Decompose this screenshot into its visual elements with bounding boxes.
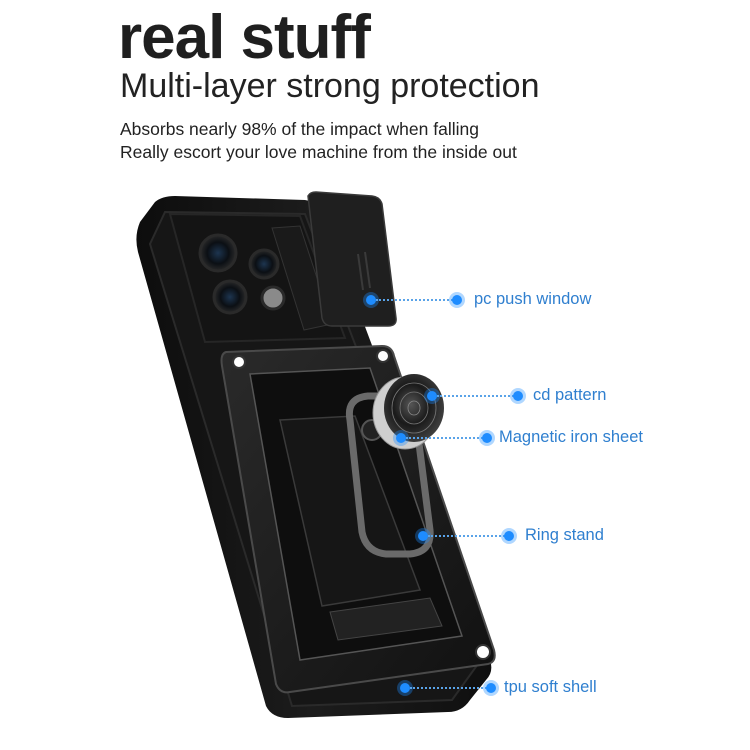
callout-label: cd pattern [533,386,607,404]
callout-magnetic-iron-sheet: Magnetic iron sheet [396,428,656,448]
description-line-1: Absorbs nearly 98% of the impact when fa… [120,119,479,139]
callout-label: tpu soft shell [504,678,597,696]
leader-line [410,687,490,689]
callout-label: Ring stand [525,526,604,544]
end-dot-icon [486,683,496,693]
leader-line [428,535,508,537]
anchor-dot-icon [418,531,428,541]
anchor-dot-icon [366,295,376,305]
end-dot-icon [482,433,492,443]
leader-line [376,299,456,301]
camera-module [168,212,347,344]
anchor-dot-icon [427,391,437,401]
anchor-dot-icon [400,683,410,693]
callout-pc-push-window: pc push window [366,290,606,310]
leader-line [406,437,486,439]
callout-ring-stand: Ring stand [418,526,618,546]
callout-cd-pattern: cd pattern [427,386,627,406]
subheadline: Multi-layer strong protection [120,67,540,105]
callout-label: Magnetic iron sheet [499,428,643,446]
end-dot-icon [513,391,523,401]
callout-label: pc push window [474,290,592,308]
leader-line [437,395,517,397]
camera-lens-icon [198,233,238,273]
anchor-dot-icon [396,433,406,443]
end-dot-icon [452,295,462,305]
camera-lens-icon [212,279,248,315]
end-dot-icon [504,531,514,541]
headline: real stuff [118,3,371,72]
flash-icon [260,285,286,311]
description: Absorbs nearly 98% of the impact when fa… [120,118,517,164]
callout-tpu-soft-shell: tpu soft shell [400,678,620,698]
description-line-2: Really escort your love machine from the… [120,142,517,162]
pc-push-window [307,191,397,327]
camera-lens-icon [248,248,280,280]
